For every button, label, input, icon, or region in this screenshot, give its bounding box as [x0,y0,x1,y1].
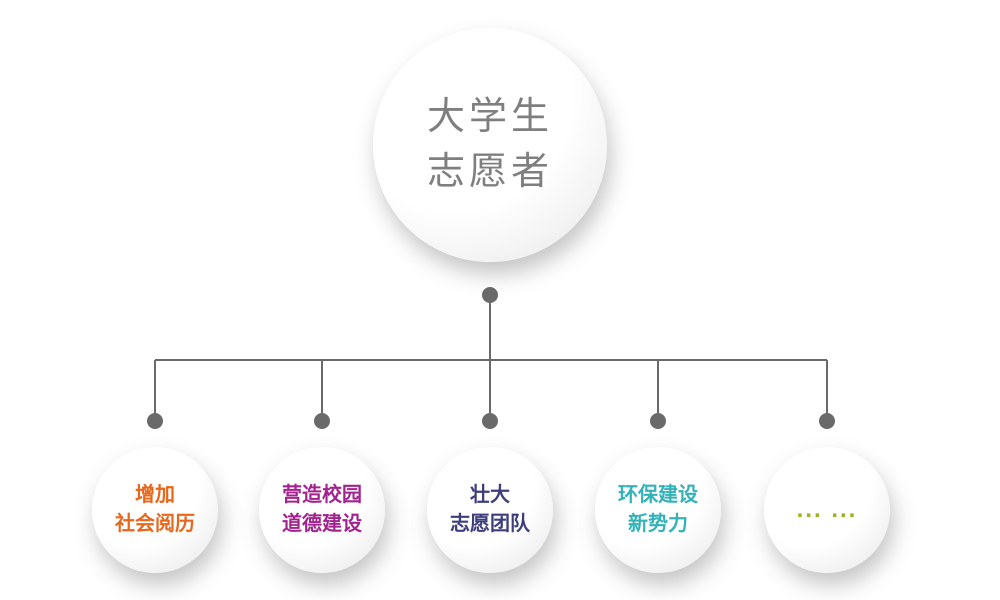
connector-dot [819,413,835,429]
child-node-grow-volunteer-team: 壮大 志愿团队 [427,447,553,573]
child-label-line2: 道德建设 [282,513,362,535]
child-node-eco-construction-new-force: 环保建设 新势力 [595,447,721,573]
child-label-line1: 营造校园 [282,484,362,506]
root-node: 大学生 志愿者 [373,28,607,262]
child-label-line1: 增加 [135,484,175,506]
child-node-label: 壮大 志愿团队 [450,481,530,539]
root-label-line1: 大学生 [426,95,553,138]
child-node-label: 环保建设 新势力 [618,481,698,539]
child-node-label: 营造校园 道德建设 [282,481,362,539]
child-node-ellipsis: ... ... [764,447,890,573]
child-label-line1: 壮大 [470,484,510,506]
child-label-line1: 环保建设 [618,484,698,506]
connector-dot [650,413,666,429]
root-node-label: 大学生 志愿者 [427,90,553,200]
child-node-campus-moral-construction: 营造校园 道德建设 [259,447,385,573]
connector-dot [482,413,498,429]
child-label-line2: 社会阅历 [115,513,195,535]
child-node-increase-social-experience: 增加 社会阅历 [92,447,218,573]
child-label-line1: ... ... [796,495,858,523]
connector-dot [147,413,163,429]
child-label-line2: 志愿团队 [450,513,530,535]
connector-dot [482,287,498,303]
connector-dot [314,413,330,429]
root-label-line2: 志愿者 [426,151,553,193]
child-label-line2: 新势力 [628,513,688,535]
child-node-label: 增加 社会阅历 [115,481,195,539]
child-node-label: ... ... [797,493,858,528]
